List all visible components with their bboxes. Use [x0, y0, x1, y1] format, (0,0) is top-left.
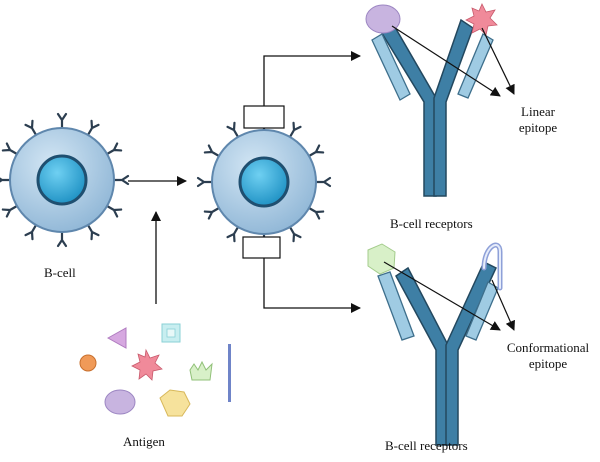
antigen-cyan-square-inner — [166, 328, 176, 338]
antigen-blue-bar — [228, 344, 231, 402]
label-linear-epitope-line1: Linear — [521, 104, 555, 119]
antibody-top — [365, 3, 515, 197]
antibody-top-light-left — [371, 33, 411, 101]
antibody-bottom-heavy-right — [445, 260, 497, 446]
label-bcell: B-cell — [44, 265, 76, 280]
zoom-box-top — [243, 105, 285, 129]
antigen-yellow-hexagon — [159, 389, 191, 417]
label-receptors-bottom: B-cell receptors — [385, 438, 468, 453]
label-conformational-epitope-line2: epitope — [528, 356, 568, 371]
antigen-bound-loop-inner — [483, 244, 501, 289]
connector-bottom — [263, 258, 361, 313]
label-receptors-top: B-cell receptors — [390, 216, 473, 231]
zoom-box-bottom — [242, 236, 281, 259]
bcell-middle — [196, 114, 332, 250]
antibody-top-heavy-right — [433, 18, 474, 197]
antigen-pink-triangle — [106, 327, 127, 349]
epitope-arrow-bottom-1 — [383, 261, 501, 331]
antigen-bound-oval — [365, 4, 401, 34]
epitope-arrow-bottom-2 — [491, 279, 515, 331]
label-linear-epitope-line2: epitope — [518, 120, 558, 135]
bcell-left-receptors — [0, 112, 130, 248]
connector-top — [263, 51, 361, 106]
antigen-bound-hexagon — [367, 243, 396, 275]
bcell-left-nucleus — [36, 154, 88, 206]
epitope-arrow-top-2 — [481, 27, 515, 95]
antigen-red-star — [131, 348, 163, 381]
label-antigen: Antigen — [123, 434, 165, 449]
antibody-bottom — [367, 242, 515, 446]
antigen-purple-oval — [104, 389, 136, 415]
antibody-bottom-light-left — [377, 271, 415, 341]
bcell-left — [0, 112, 130, 248]
epitope-arrow-top-1 — [391, 25, 501, 97]
antigen-bound-star — [465, 3, 498, 36]
antigen-orange-ball — [79, 354, 97, 372]
antigen-green-crown — [189, 360, 213, 381]
antigen-group — [79, 323, 231, 417]
label-linear-epitope: Linear epitope — [508, 104, 568, 136]
bcell-middle-nucleus — [238, 156, 290, 208]
label-conformational-epitope-line1: Conformational — [506, 340, 590, 355]
label-conformational-epitope: Conformational epitope — [496, 340, 600, 372]
